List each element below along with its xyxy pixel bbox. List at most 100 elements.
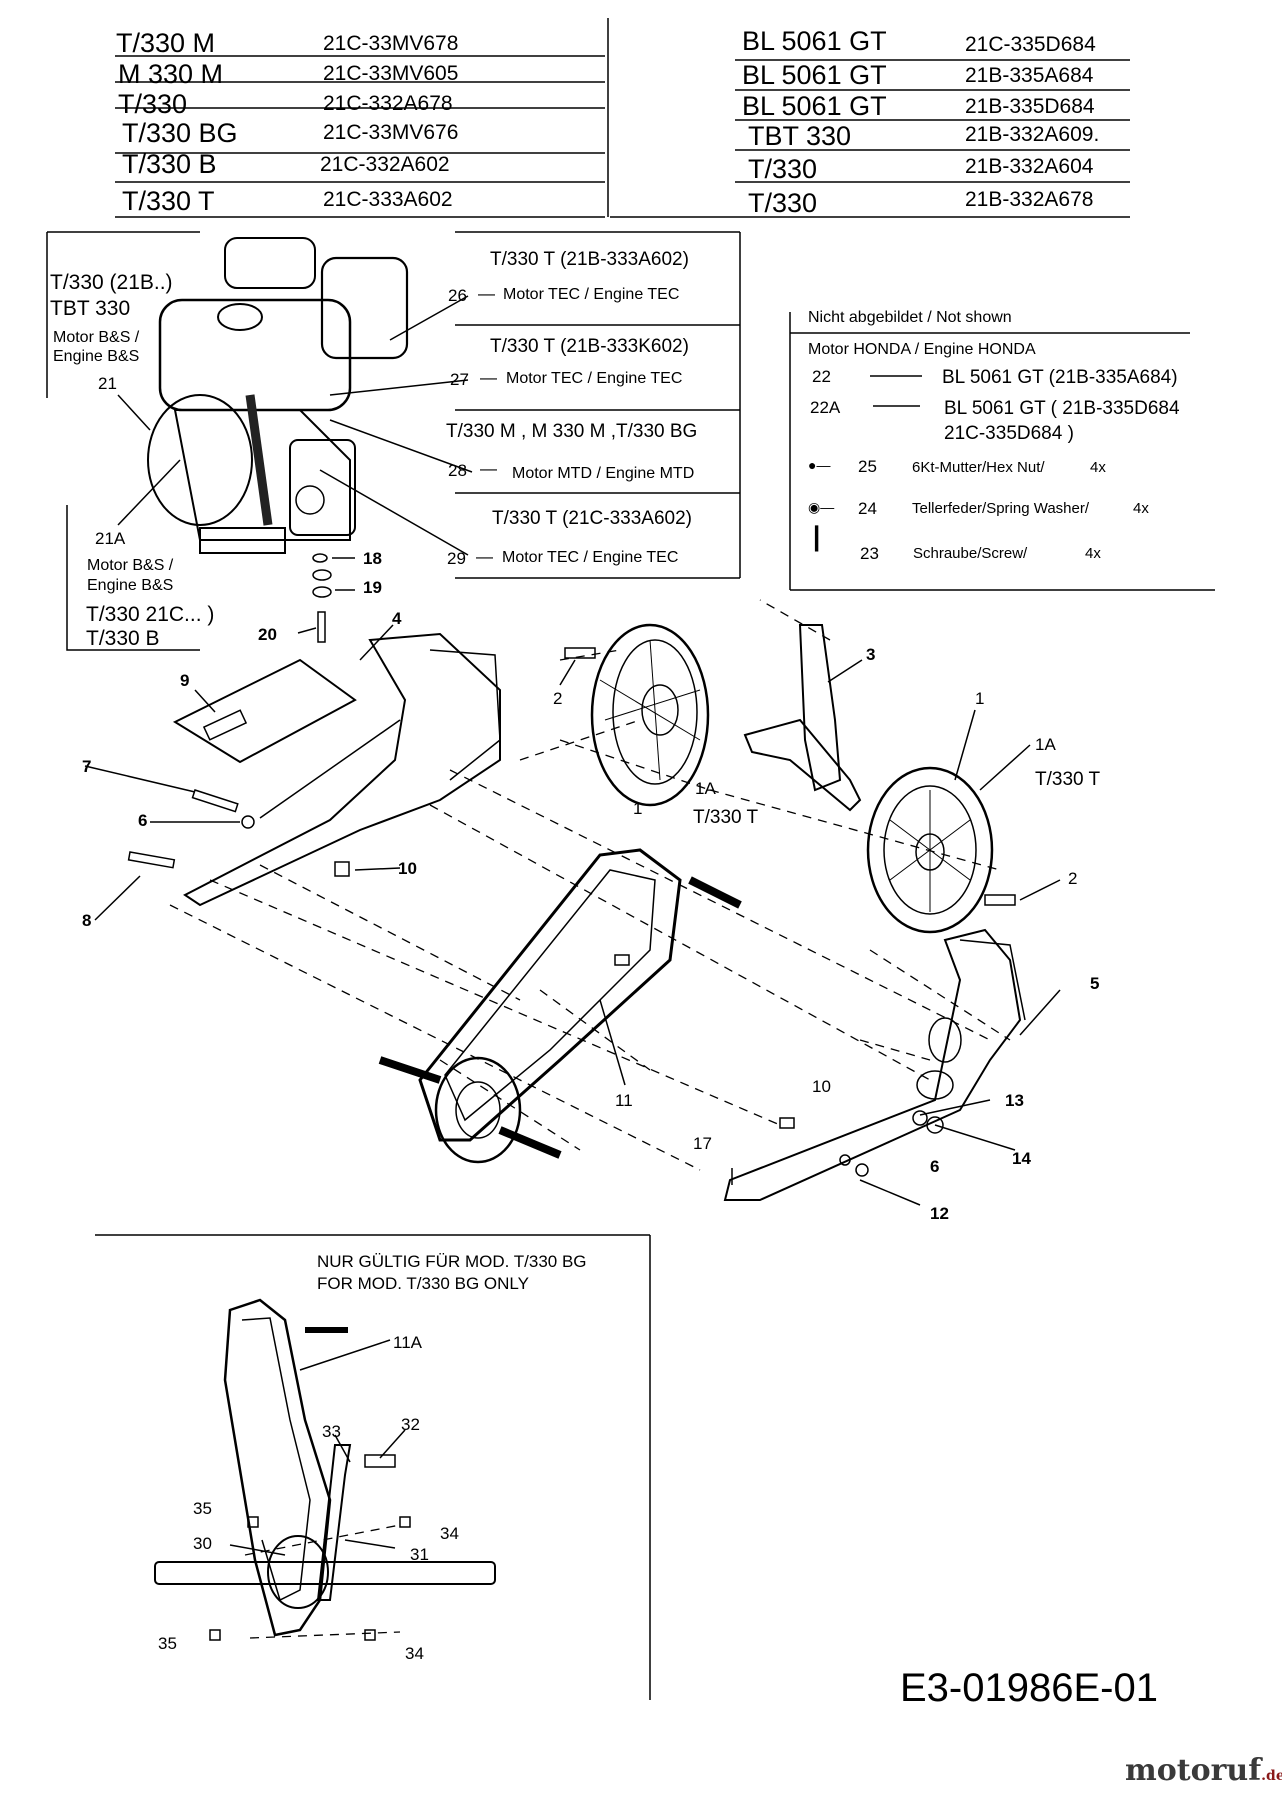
model-name: T/330 M <box>116 28 216 58</box>
model-code: 21B-335A684 <box>965 64 1094 87</box>
variant-label: Motor MTD / Engine MTD <box>512 465 695 482</box>
engine-label: Motor B&S / <box>53 329 140 346</box>
variant-label: Motor TEC / Engine TEC <box>506 370 683 387</box>
model-name: M 330 M <box>118 59 224 89</box>
engine-label: Engine B&S <box>53 348 140 365</box>
part-number: 21 <box>98 374 117 393</box>
part-number: 28 <box>448 461 467 480</box>
model-code: 21C-333A602 <box>323 188 453 211</box>
callout: 6 <box>138 811 148 830</box>
callout: 10 <box>812 1077 831 1096</box>
part-desc: 6Kt-Mutter/Hex Nut/ <box>912 459 1045 476</box>
model-code: 21B-335D684 <box>965 95 1095 118</box>
callout: 34 <box>405 1644 424 1663</box>
callout: 33 <box>322 1422 341 1441</box>
part-number: 29 <box>447 549 466 568</box>
engine-model-line: T/330 21C... ) <box>86 603 215 626</box>
callout: 14 <box>1012 1149 1031 1168</box>
callout: T/330 T <box>693 807 759 828</box>
screw-icon: ┃ <box>810 526 824 551</box>
bg-note-de: NUR GÜLTIG FÜR MOD. T/330 BG <box>317 1252 587 1271</box>
part-desc: BL 5061 GT ( 21B-335D684 <box>944 398 1180 419</box>
model-name: T/330 <box>748 188 818 218</box>
model-name: BL 5061 GT <box>742 91 887 121</box>
model-name: BL 5061 GT <box>742 26 887 56</box>
callout: 5 <box>1090 974 1100 993</box>
model-code: 21C-335D684 <box>965 33 1096 56</box>
callout: 31 <box>410 1545 429 1564</box>
callout: 18 <box>363 549 382 568</box>
logo-suffix: .de <box>1261 1768 1282 1784</box>
part-number: 24 <box>858 499 877 518</box>
callout: 2 <box>1068 869 1078 888</box>
variant-title: T/330 T (21C-333A602) <box>492 508 692 529</box>
part-desc: Tellerfeder/Spring Washer/ <box>912 500 1090 517</box>
callout: 19 <box>363 578 382 597</box>
callout: 7 <box>82 757 92 776</box>
callout: 11A <box>393 1333 422 1352</box>
callout: 11 <box>615 1091 633 1110</box>
callout: 35 <box>193 1499 212 1518</box>
model-code: 21C-33MV678 <box>323 32 459 55</box>
part-number: 25 <box>858 457 877 476</box>
callout: 3 <box>866 645 876 664</box>
callout: 1 <box>633 799 643 818</box>
part-desc: BL 5061 GT (21B-335A684) <box>942 367 1178 388</box>
part-qty: 4x <box>1133 500 1149 517</box>
variant-label: Motor TEC / Engine TEC <box>503 286 680 303</box>
callout: 13 <box>1005 1091 1024 1110</box>
callout: 30 <box>193 1534 212 1553</box>
model-name: T/330 T <box>122 186 215 216</box>
callout: T/330 T <box>1035 769 1101 790</box>
callout: 1 <box>975 689 985 708</box>
part-qty: 4x <box>1085 545 1101 562</box>
part-number: 26 <box>448 286 467 305</box>
leader-dash: — <box>476 547 493 566</box>
callout: 8 <box>82 911 92 930</box>
part-desc: Schraube/Screw/ <box>913 545 1028 562</box>
callout: 4 <box>392 609 402 628</box>
callout: 9 <box>180 671 190 690</box>
model-name: TBT 330 <box>748 121 852 151</box>
model-name: T/330 B <box>122 149 217 179</box>
engine-label: Motor B&S / <box>87 557 174 574</box>
model-name: BL 5061 GT <box>742 60 887 90</box>
logo-text: motoruf <box>1125 1753 1262 1788</box>
part-number: 27 <box>450 370 469 389</box>
model-code: 21B-332A609. <box>965 123 1100 146</box>
callout: 20 <box>258 625 277 644</box>
variant-title: T/330 T (21B-333K602) <box>490 336 689 357</box>
honda-heading: Motor HONDA / Engine HONDA <box>808 341 1036 358</box>
callout: 12 <box>930 1204 949 1223</box>
part-qty: 4x <box>1090 459 1106 476</box>
engine-label: Engine B&S <box>87 577 174 594</box>
model-code: 21C-332A602 <box>320 153 450 176</box>
part-number: 23 <box>860 544 879 563</box>
variant-title: T/330 M , M 330 M ,T/330 BG <box>446 421 698 442</box>
engine-model-line: TBT 330 <box>50 297 131 320</box>
not-shown-heading: Nicht abgebildet / Not shown <box>808 309 1012 326</box>
leader-dash: — <box>478 284 495 303</box>
engine-model-line: T/330 B <box>86 627 160 650</box>
callout: 1A <box>695 779 716 798</box>
engine-model-line: T/330 (21B..) <box>50 271 173 294</box>
variant-label: Motor TEC / Engine TEC <box>502 549 679 566</box>
model-name: T/330 <box>118 89 188 119</box>
spring-washer-icon: ◉— <box>808 499 835 515</box>
motoruf-logo: motoruf.de <box>1125 1756 1282 1786</box>
model-code: 21C-33MV605 <box>323 62 459 85</box>
diagram-code: E3-01986E-01 <box>900 1666 1158 1710</box>
hex-nut-icon: ●— <box>808 457 831 473</box>
model-code: 21B-332A604 <box>965 155 1094 178</box>
leader-dash: — <box>480 368 497 387</box>
part-number: 21A <box>95 529 126 548</box>
part-desc: 21C-335D684 ) <box>944 423 1074 444</box>
model-code: 21C-33MV676 <box>323 121 459 144</box>
callout: 34 <box>440 1524 459 1543</box>
callout: 35 <box>158 1634 177 1653</box>
callout: 1A <box>1035 735 1056 754</box>
model-code: 21C-332A678 <box>323 92 453 115</box>
callout: 10 <box>398 859 417 878</box>
callout: 2 <box>553 689 563 708</box>
